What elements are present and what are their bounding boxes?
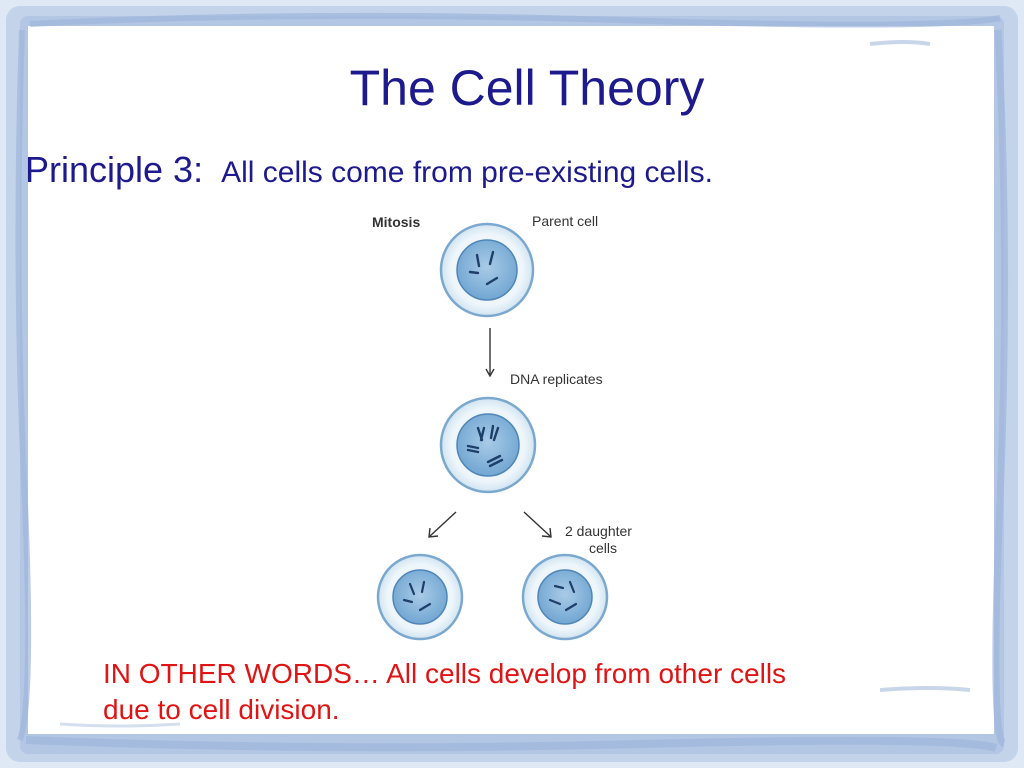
chromosomes <box>402 580 432 612</box>
slide-title: The Cell Theory <box>349 60 705 116</box>
summary-note-line1: IN OTHER WORDS… All cells develop from o… <box>103 658 787 689</box>
chromosomes <box>548 580 578 612</box>
principle-label: Principle 3: <box>25 149 204 190</box>
principle-statement: Principle 3: All cells come from pre-exis… <box>25 148 713 200</box>
arrow-left-down-icon <box>428 511 457 538</box>
parent-cell-label: Parent cell <box>532 213 598 229</box>
parent-cell <box>439 222 535 318</box>
mitosis-diagram: Mitosis Parent cell DNA replicates 2 dau… <box>372 213 632 641</box>
chromosomes <box>466 424 504 468</box>
daughter-cells-label-line1: 2 daughter <box>565 523 632 539</box>
mitosis-label: Mitosis <box>372 214 420 230</box>
dna-replicates-label: DNA replicates <box>510 371 603 387</box>
chromosomes <box>468 250 499 286</box>
arrow-right-down-icon <box>523 511 552 538</box>
daughter-cell-left <box>376 553 464 641</box>
summary-note-line2: due to cell division. <box>103 694 340 725</box>
principle-text: All cells come from pre-existing cells. <box>221 156 713 189</box>
replicating-cell <box>439 396 537 494</box>
daughter-cell-right <box>521 553 609 641</box>
daughter-cells-label-line2: cells <box>589 540 617 556</box>
arrow-down-icon <box>485 328 495 378</box>
summary-note: IN OTHER WORDS… All cells develop from o… <box>103 656 963 728</box>
